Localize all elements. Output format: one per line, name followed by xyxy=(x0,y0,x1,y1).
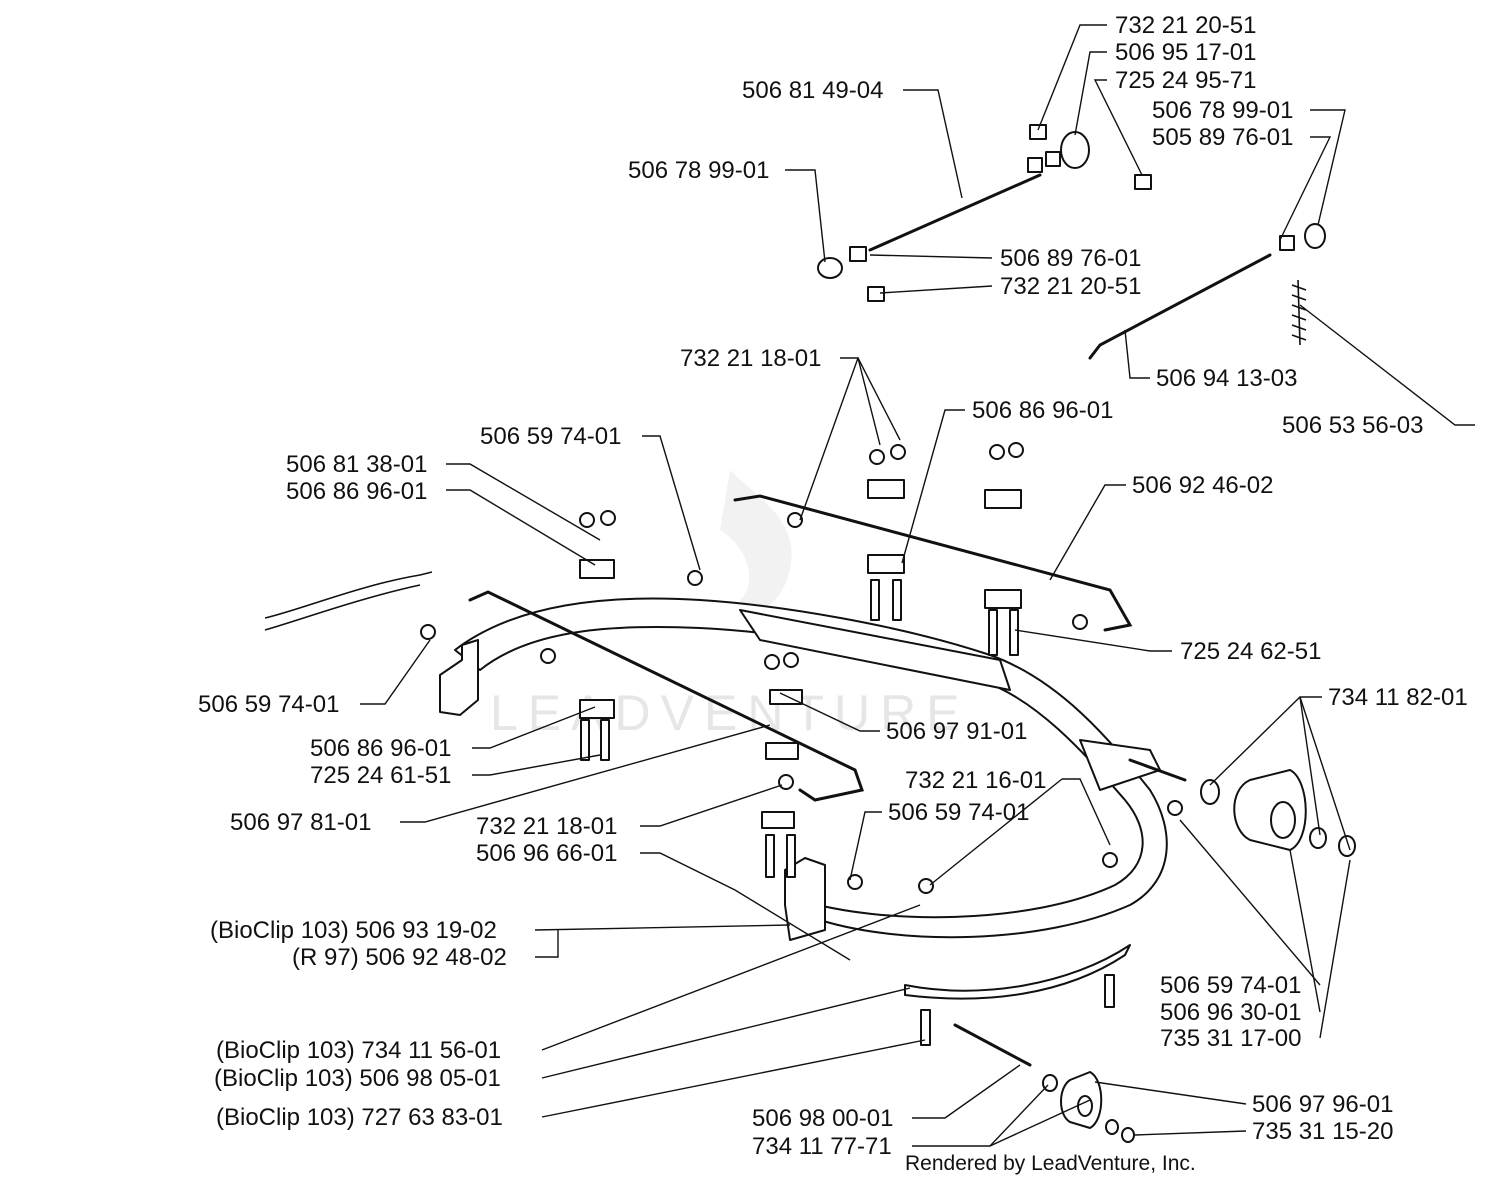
label-506-97-91-01: 506 97 91-01 xyxy=(886,718,1027,745)
label-732-21-20-51: 732 21 20-51 xyxy=(1000,273,1141,300)
label-732-21-16-01: 732 21 16-01 xyxy=(905,767,1046,794)
clamp-blocks xyxy=(579,479,1022,829)
part-labels: 732 21 20-51 506 95 17-01 725 24 95-71 5… xyxy=(198,12,1468,1160)
label-bioclip-506-98-05-01: (BioClip 103) 506 98 05-01 xyxy=(214,1065,501,1092)
spring xyxy=(1291,279,1307,346)
label-725-24-62-51: 725 24 62-51 xyxy=(1180,638,1321,665)
label-506-59-74-01-top: 506 59 74-01 xyxy=(480,423,621,450)
label-506-98-00-01: 506 98 00-01 xyxy=(752,1105,893,1132)
label-506-59-74-01-right: 506 59 74-01 xyxy=(1160,972,1301,999)
label-506-92-46-02: 506 92 46-02 xyxy=(1132,472,1273,499)
label-732-21-18-01-top: 732 21 18-01 xyxy=(680,345,821,372)
label-506-86-96-01-left: 506 86 96-01 xyxy=(286,478,427,505)
label-506-86-96-01-mid: 506 86 96-01 xyxy=(310,735,451,762)
frame-rail xyxy=(739,609,1011,691)
label-725-24-95-71: 725 24 95-71 xyxy=(1115,67,1256,94)
label-506-78-99-01-right: 506 78 99-01 xyxy=(1152,97,1293,124)
label-506-53-56-03: 506 53 56-03 xyxy=(1282,412,1423,439)
label-bioclip-727-63-83-01: (BioClip 103) 727 63 83-01 xyxy=(216,1104,503,1131)
nuts xyxy=(420,442,1183,894)
skid-plate xyxy=(904,944,1131,1000)
strap-left xyxy=(264,571,433,631)
label-r97-506-92-48-02: (R 97) 506 92 48-02 xyxy=(292,944,507,971)
label-506-97-81-01: 506 97 81-01 xyxy=(230,809,371,836)
label-732-21-18-01-bottom: 732 21 18-01 xyxy=(476,813,617,840)
front-bracket xyxy=(784,857,826,941)
label-506-96-66-01: 506 96 66-01 xyxy=(476,840,617,867)
label-506-86-96-01-top: 506 86 96-01 xyxy=(972,397,1113,424)
watermark-text: LEADVENTURE xyxy=(490,685,970,741)
label-bioclip-734-11-56-01: (BioClip 103) 734 11 56-01 xyxy=(216,1037,501,1064)
label-734-11-77-71: 734 11 77-71 xyxy=(752,1133,892,1160)
label-734-11-82-01: 734 11 82-01 xyxy=(1328,684,1468,711)
label-506-81-49-04: 506 81 49-04 xyxy=(742,77,883,104)
left-bracket xyxy=(439,639,479,716)
label-506-97-96-01: 506 97 96-01 xyxy=(1252,1091,1393,1118)
label-506-96-30-01: 506 96 30-01 xyxy=(1160,999,1301,1026)
footer-credit: Rendered by LeadVenture, Inc. xyxy=(905,1152,1196,1175)
label-725-24-61-51: 725 24 61-51 xyxy=(310,762,451,789)
label-732-21-20-51-top: 732 21 20-51 xyxy=(1115,12,1256,39)
label-506-59-74-01-center: 506 59 74-01 xyxy=(888,799,1029,826)
rear-lift-arm xyxy=(733,494,1133,632)
upper-linkage-2 xyxy=(1088,223,1326,360)
label-735-31-17-00: 735 31 17-00 xyxy=(1160,1025,1301,1052)
label-506-94-13-03: 506 94 13-03 xyxy=(1156,365,1297,392)
watermark: LEADVENTURE xyxy=(490,470,970,741)
parts-drawing xyxy=(264,124,1356,1143)
rear-wheel xyxy=(1200,769,1356,857)
label-506-89-76-01: 506 89 76-01 xyxy=(1000,245,1141,272)
label-506-78-99-01-left: 506 78 99-01 xyxy=(628,157,769,184)
leader-lines xyxy=(360,24,1475,1147)
label-735-31-15-20: 735 31 15-20 xyxy=(1252,1118,1393,1145)
label-506-95-17-01: 506 95 17-01 xyxy=(1115,39,1256,66)
label-506-81-38-01: 506 81 38-01 xyxy=(286,451,427,478)
label-bioclip-506-93-19-02: (BioClip 103) 506 93 19-02 xyxy=(210,917,497,944)
label-506-59-74-01-left: 506 59 74-01 xyxy=(198,691,339,718)
bolts xyxy=(580,579,1115,1046)
front-lift-arm xyxy=(468,590,864,802)
rear-axle xyxy=(1128,758,1187,782)
label-505-89-76-01: 505 89 76-01 xyxy=(1152,124,1293,151)
